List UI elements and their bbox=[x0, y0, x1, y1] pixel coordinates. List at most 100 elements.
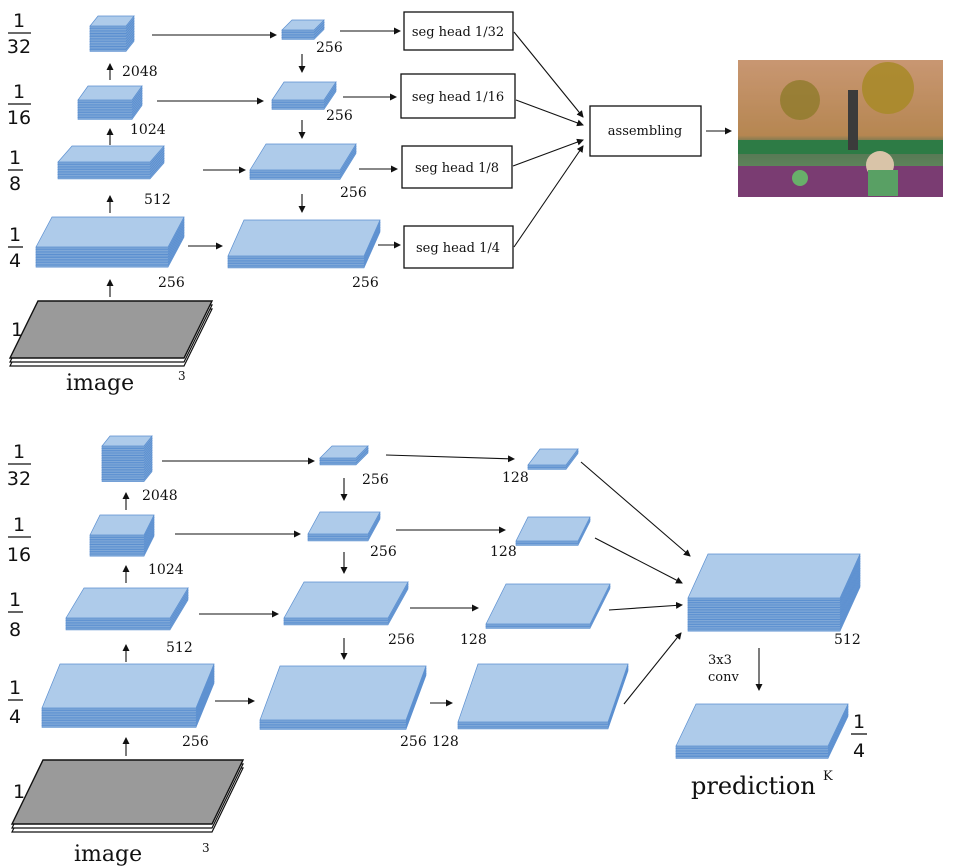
fpn-tensor-1-32-b bbox=[319, 445, 369, 466]
backbone-tensor-1-32-b bbox=[101, 435, 153, 482]
backbone-channels-1-16: 1024 bbox=[130, 122, 166, 138]
svg-text:1: 1 bbox=[13, 781, 25, 803]
conv-label-line2: conv bbox=[708, 670, 739, 685]
svg-text:1: 1 bbox=[13, 441, 25, 463]
reduced-tensor-1-16 bbox=[515, 516, 591, 546]
scale-label-1-32-b: 1 32 bbox=[7, 441, 31, 490]
bottom-arrows bbox=[122, 454, 763, 756]
svg-text:1: 1 bbox=[13, 514, 25, 536]
backbone-tensor-1-8 bbox=[57, 145, 165, 180]
seg-head-1-16: seg head 1/16 bbox=[400, 73, 516, 119]
svg-text:16: 16 bbox=[7, 544, 31, 566]
svg-text:seg head 1/16: seg head 1/16 bbox=[412, 90, 504, 105]
reduced-channels-1-8: 128 bbox=[460, 632, 487, 648]
svg-text:32: 32 bbox=[7, 36, 31, 58]
arrow-seghead-1-8-to-assembling bbox=[512, 138, 584, 167]
scale-label-1-16: 1 16 bbox=[7, 81, 31, 129]
fpn-channels-1-8: 256 bbox=[340, 185, 367, 201]
svg-text:32: 32 bbox=[7, 468, 31, 490]
fpn-tensor-1-16-b bbox=[307, 511, 381, 542]
image-label-bottom: image bbox=[74, 842, 142, 867]
scale-label-1-8-b: 1 8 bbox=[8, 589, 23, 641]
svg-text:seg head 1/32: seg head 1/32 bbox=[412, 25, 504, 40]
reduced-tensor-1-32 bbox=[527, 448, 579, 470]
reduced-channels-1-4: 128 bbox=[432, 734, 459, 750]
backbone-tensor-1-32 bbox=[89, 15, 135, 52]
backbone-tensor-1-16 bbox=[77, 85, 143, 120]
backbone-channels-1-32-b: 2048 bbox=[142, 488, 178, 504]
bottom-diagram: 1 32 1 16 1 8 1 4 1 image 3 2048 bbox=[7, 435, 867, 867]
arrow-1-8-to-concat bbox=[608, 601, 683, 611]
fpn-tensor-1-16 bbox=[271, 81, 337, 110]
reduced-tensor-1-4 bbox=[457, 663, 629, 730]
assembling-box: assembling bbox=[589, 105, 702, 157]
fpn-channels-1-32-b: 256 bbox=[362, 472, 389, 488]
svg-text:16: 16 bbox=[7, 107, 31, 129]
backbone-tensor-1-4 bbox=[35, 216, 185, 268]
backbone-tensor-1-16-b bbox=[89, 514, 155, 557]
reduced-channels-1-32: 128 bbox=[502, 470, 529, 486]
svg-text:1: 1 bbox=[9, 224, 21, 246]
seg-head-1-8: seg head 1/8 bbox=[401, 145, 513, 189]
svg-text:1: 1 bbox=[853, 711, 865, 733]
bottom-tensors bbox=[41, 435, 861, 759]
seg-head-1-4: seg head 1/4 bbox=[403, 225, 514, 269]
top-arrows bbox=[106, 27, 732, 297]
prediction-label: prediction bbox=[691, 772, 816, 800]
image-channels-bottom: 3 bbox=[202, 841, 210, 855]
fpn-tensor-1-32 bbox=[281, 19, 325, 40]
top-diagram: 1 32 1 16 1 8 1 4 1 image 3 bbox=[7, 10, 943, 396]
concat-tensor bbox=[687, 553, 861, 632]
svg-text:1: 1 bbox=[9, 677, 21, 699]
fpn-tensor-1-8-b bbox=[283, 580, 409, 626]
svg-text:seg head 1/8: seg head 1/8 bbox=[415, 161, 499, 176]
scale-label-1-8: 1 8 bbox=[8, 147, 23, 195]
backbone-tensor-1-8-b bbox=[65, 586, 189, 631]
arrow-reduce-1-32 bbox=[385, 454, 515, 463]
fpn-channels-1-8-b: 256 bbox=[388, 632, 415, 648]
scale-label-1-16-b: 1 16 bbox=[7, 514, 31, 566]
backbone-channels-1-4-b: 256 bbox=[182, 734, 209, 750]
svg-text:1: 1 bbox=[9, 147, 21, 169]
segmentation-output-image bbox=[738, 60, 943, 197]
image-label-top: image bbox=[66, 371, 134, 396]
arrow-1-4-to-concat bbox=[623, 632, 682, 705]
reduced-tensor-1-8 bbox=[485, 583, 611, 629]
svg-text:4: 4 bbox=[9, 706, 21, 728]
top-tensors bbox=[35, 15, 381, 269]
svg-text:assembling: assembling bbox=[608, 124, 682, 139]
fpn-tensor-1-8 bbox=[249, 142, 357, 180]
svg-text:seg head 1/4: seg head 1/4 bbox=[416, 241, 500, 256]
fpn-channels-1-4-b: 256 bbox=[400, 734, 427, 750]
svg-text:1: 1 bbox=[13, 81, 25, 103]
fpn-channels-1-32: 256 bbox=[316, 40, 343, 56]
arrow-seghead-1-16-to-assembling bbox=[515, 99, 584, 127]
backbone-channels-1-4: 256 bbox=[158, 275, 185, 291]
svg-text:1: 1 bbox=[11, 319, 23, 341]
fpn-channels-1-4: 256 bbox=[352, 275, 379, 291]
fpn-tensor-1-4-b bbox=[259, 665, 427, 730]
arrow-seghead-1-4-to-assembling bbox=[513, 145, 584, 248]
concat-channels: 512 bbox=[834, 632, 861, 648]
scale-label-1-4: 1 4 bbox=[8, 224, 23, 272]
input-image-top: 1 bbox=[8, 300, 214, 367]
prediction-scale-label: 1 4 bbox=[851, 711, 867, 762]
reduced-channels-1-16: 128 bbox=[490, 544, 517, 560]
scale-label-1-4-b: 1 4 bbox=[8, 677, 23, 728]
svg-text:4: 4 bbox=[853, 740, 865, 762]
svg-text:1: 1 bbox=[9, 589, 21, 611]
backbone-channels-1-8: 512 bbox=[144, 192, 171, 208]
svg-text:8: 8 bbox=[9, 619, 21, 641]
backbone-channels-1-8-b: 512 bbox=[166, 640, 193, 656]
backbone-channels-1-32: 2048 bbox=[122, 64, 158, 80]
input-image-bottom: 1 bbox=[10, 759, 245, 833]
fpn-tensor-1-4 bbox=[227, 219, 381, 269]
fpn-channels-1-16: 256 bbox=[326, 108, 353, 124]
conv-label-line1: 3x3 bbox=[708, 653, 732, 668]
image-channels-top: 3 bbox=[178, 369, 186, 383]
svg-text:4: 4 bbox=[9, 250, 21, 272]
backbone-tensor-1-4-b bbox=[41, 663, 215, 728]
prediction-channels: K bbox=[823, 769, 833, 784]
fpn-channels-1-16-b: 256 bbox=[370, 544, 397, 560]
